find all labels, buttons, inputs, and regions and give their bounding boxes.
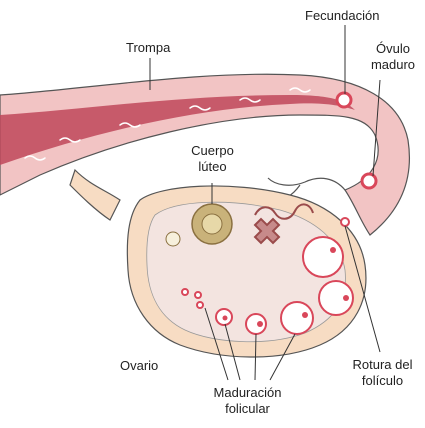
label-maduracion-folicular: Maduración folicular (205, 385, 290, 417)
label-ovario: Ovario (120, 358, 158, 374)
label-cuerpo-luteo: Cuerpo lúteo (185, 143, 240, 175)
label-rotura-line2: folículo (345, 373, 420, 389)
ovarian-ligament (70, 170, 120, 220)
released-ovum (341, 218, 349, 226)
label-maduracion-line2: folicular (205, 401, 290, 417)
label-ovulo-line1: Óvulo (368, 41, 418, 57)
label-rotura-foliculo: Rotura del folículo (345, 357, 420, 389)
label-trompa: Trompa (126, 40, 170, 56)
label-ovulo-maduro: Óvulo maduro (368, 41, 418, 73)
label-rotura-line1: Rotura del (345, 357, 420, 373)
fertilized-ovum (337, 93, 351, 107)
label-maduracion-line1: Maduración (205, 385, 290, 401)
label-ovulo-line2: maduro (368, 57, 418, 73)
label-fecundacion: Fecundación (305, 8, 379, 24)
mature-ovum (362, 174, 376, 188)
label-cuerpo-line2: lúteo (185, 159, 240, 175)
label-cuerpo-line1: Cuerpo (185, 143, 240, 159)
